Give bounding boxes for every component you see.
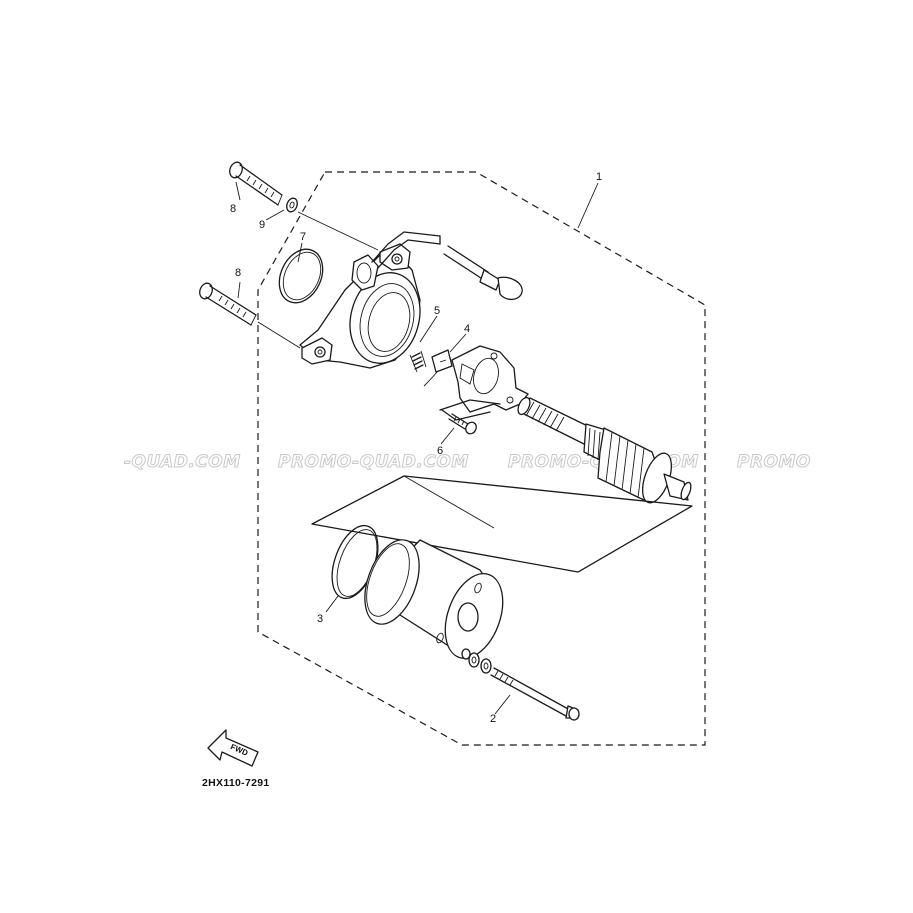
leader-lines xyxy=(235,181,599,715)
through-bolt xyxy=(461,648,580,721)
callout-5: 5 xyxy=(434,305,440,317)
lower-long-bolt xyxy=(199,282,257,326)
callout-1: 1 xyxy=(596,171,602,183)
o-ring-front xyxy=(282,251,322,301)
callout-4: 4 xyxy=(464,323,470,335)
brush-spring xyxy=(409,350,427,373)
watermark-text: PROMO xyxy=(737,452,811,472)
upper-long-bolt xyxy=(229,161,283,206)
holder-screw xyxy=(448,413,477,435)
callouts: 1 2 3 4 5 6 7 8 8 9 xyxy=(230,171,602,725)
callout-7: 7 xyxy=(300,231,306,243)
callout-2: 2 xyxy=(490,713,496,725)
brush-holder-plate xyxy=(439,345,529,421)
armature-assembly xyxy=(517,396,692,504)
callout-8-lower: 8 xyxy=(235,267,241,279)
callout-9: 9 xyxy=(259,219,265,231)
watermark-text: -QUAD.COM xyxy=(124,452,241,472)
bolt-axis-line xyxy=(257,321,301,349)
o-ring-front xyxy=(278,248,324,304)
callout-6: 6 xyxy=(437,445,443,457)
yoke-frame xyxy=(311,475,693,573)
carbon-brush xyxy=(423,349,453,387)
callout-3: 3 xyxy=(317,613,323,625)
motor-yoke xyxy=(364,539,504,659)
drawing-code: 2HX110-7291 xyxy=(202,777,270,789)
watermark-strip: -QUAD.COM PROMO-QUAD.COM PROMO-QUAD.COM … xyxy=(124,452,811,473)
fwd-direction-arrow: FWD xyxy=(207,729,259,767)
bolt-axis-line xyxy=(297,211,379,251)
washer xyxy=(286,197,298,213)
watermark-text: PROMO-QUAD.COM xyxy=(278,452,469,472)
yoke-frame-line xyxy=(403,475,495,529)
front-cover-housing xyxy=(299,243,421,369)
assembly-boundary xyxy=(257,171,706,746)
vent-hose xyxy=(371,231,523,301)
callout-8-upper: 8 xyxy=(230,203,236,215)
